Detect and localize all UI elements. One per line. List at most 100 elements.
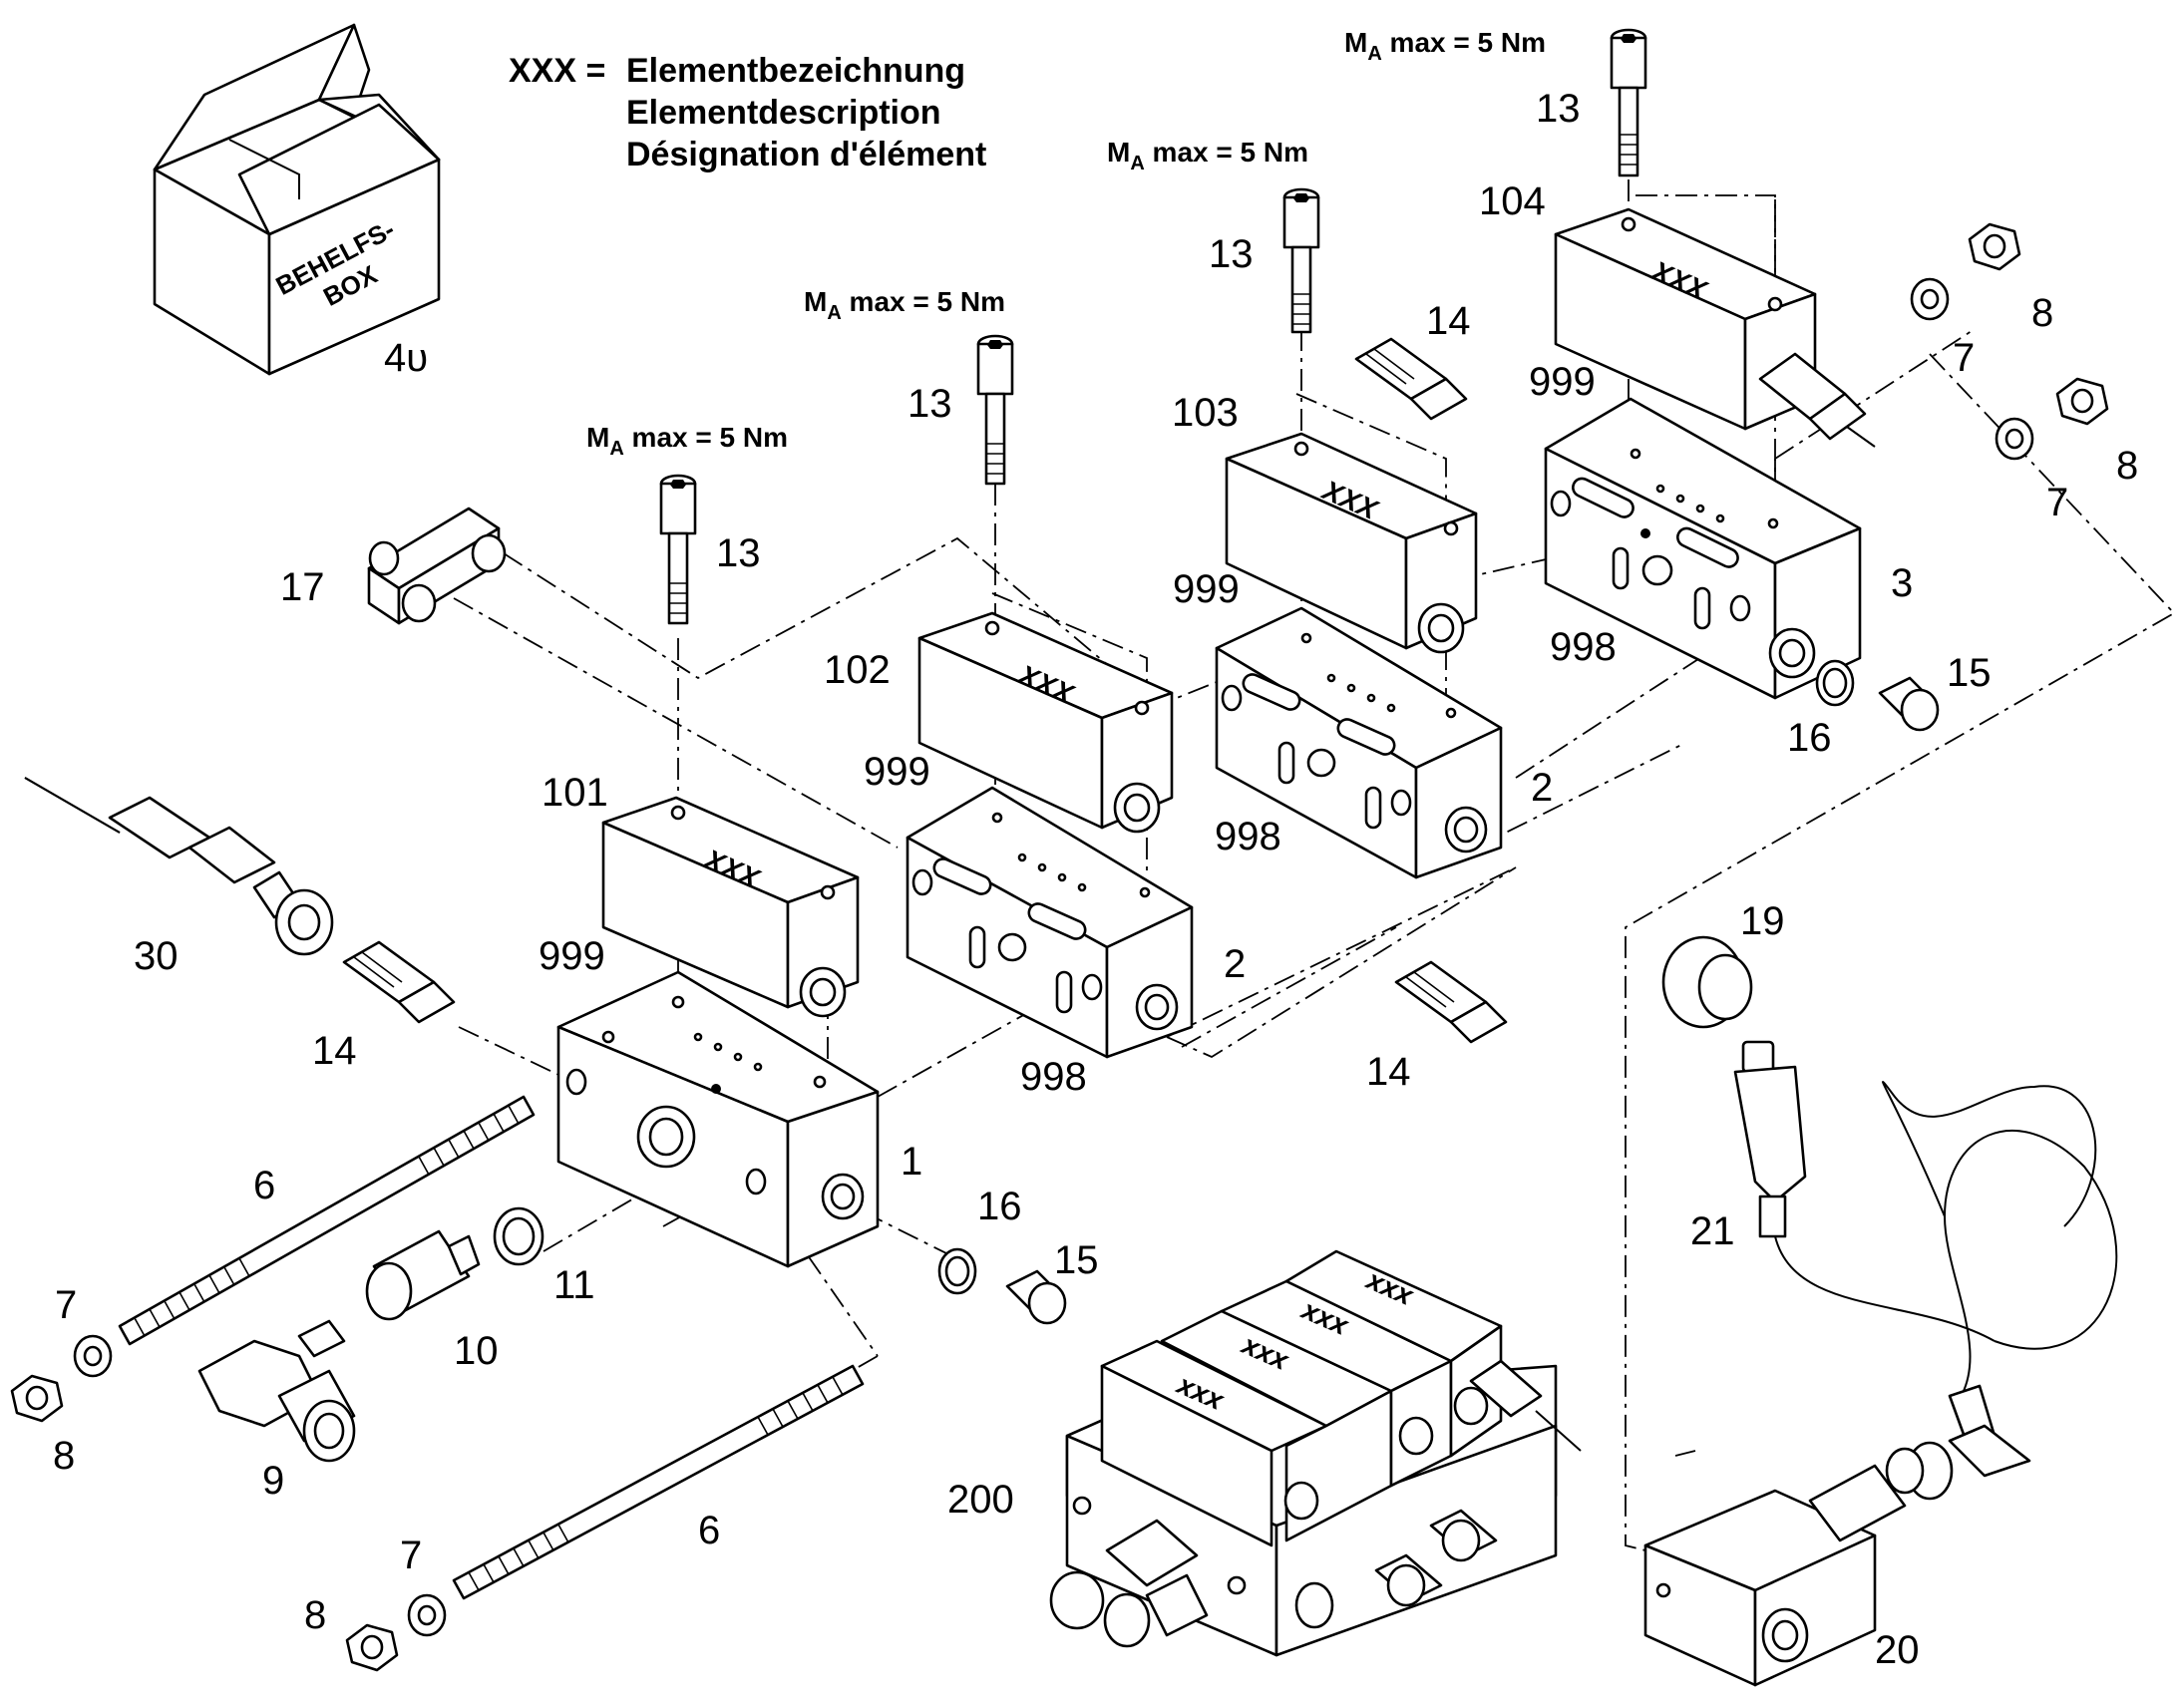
fitting-14-right (1394, 960, 1508, 1044)
base-block-2-upper (1215, 606, 1503, 879)
callout-998: 998 (1020, 1055, 1087, 1099)
nut-8-3 (10, 1374, 64, 1423)
callout-998: 998 (1215, 815, 1281, 858)
callout-15: 15 (1054, 1238, 1099, 1282)
callout-4u: 4υ (384, 336, 428, 380)
sensor-104 (1758, 352, 1876, 448)
torque-label-3: MA max = 5 Nm (1107, 137, 1308, 174)
legend-key: XXX = (509, 52, 605, 90)
cable-21 (1733, 1040, 2118, 1501)
callout-13: 13 (1209, 232, 1254, 276)
callout-19: 19 (1740, 899, 1785, 943)
callout-8: 8 (53, 1434, 75, 1478)
callout-200: 200 (947, 1478, 1014, 1522)
callout-17: 17 (280, 565, 325, 609)
torque-prefix: M (586, 422, 609, 453)
base-block-2-lower (906, 786, 1194, 1059)
callout-8: 8 (2116, 444, 2138, 488)
callout-20: 20 (1875, 1628, 1920, 1672)
callout-16: 16 (977, 1185, 1022, 1228)
callout-13: 13 (1536, 87, 1581, 131)
callout-7: 7 (1953, 336, 1975, 380)
callout-3: 3 (1891, 561, 1913, 605)
element-block-102: XXX (917, 611, 1174, 834)
connector-17 (367, 507, 507, 625)
callout-30: 30 (134, 934, 179, 978)
callout-14: 14 (1366, 1050, 1411, 1094)
torque-label-4: MA max = 5 Nm (1344, 27, 1546, 65)
element-block-103: XXX (1225, 432, 1478, 654)
callout-8: 8 (304, 1593, 326, 1637)
callout-7: 7 (55, 1283, 77, 1327)
screw-13-3 (1282, 187, 1320, 334)
seal-16-right (1815, 659, 1855, 707)
callout-15: 15 (1947, 651, 1992, 695)
callout-14: 14 (312, 1029, 357, 1073)
callout-13: 13 (908, 382, 952, 426)
svg-text:MA max = 5 Nm: MA max = 5 Nm (1107, 137, 1308, 174)
callout-999: 999 (864, 750, 930, 794)
base-block-3 (1544, 397, 1862, 700)
seal-11 (493, 1206, 545, 1266)
element-block-101: XXX (601, 796, 860, 1018)
sensor-20 (1643, 1447, 1925, 1687)
assembly-200: xxx xxx xxx xxx (1049, 1249, 1582, 1657)
callout-14: 14 (1426, 299, 1471, 343)
cap-19 (1661, 935, 1753, 1029)
screw-13-4 (1610, 28, 1647, 177)
behelfs-box-icon: BEHELFS- BOX (153, 23, 441, 376)
nut-8-1 (1968, 222, 2021, 271)
legend-line-de: Elementbezeichnung (626, 52, 965, 90)
callout-999: 999 (1529, 360, 1596, 404)
callout-104: 104 (1479, 179, 1546, 223)
fitting-14-upper (1354, 337, 1468, 421)
callout-labels: 4υ 13 13 13 13 104 103 102 101 999 999 9… (53, 87, 2138, 1672)
torque-suffix: max = 5 Nm (624, 422, 788, 453)
torque-sub: A (609, 438, 623, 460)
callout-11: 11 (553, 1263, 595, 1307)
threaded-rod-6-upper (118, 1095, 536, 1346)
base-block-1 (556, 970, 880, 1268)
plug-15-left (1005, 1269, 1067, 1325)
washer-7-1 (1910, 277, 1950, 321)
svg-text:MA max = 5 Nm: MA max = 5 Nm (586, 422, 788, 460)
callout-101: 101 (542, 771, 608, 815)
nut-8-2 (2055, 377, 2109, 426)
svg-text:MA max = 5 Nm: MA max = 5 Nm (1344, 27, 1546, 65)
callout-16: 16 (1787, 716, 1832, 760)
callout-1: 1 (901, 1140, 922, 1184)
callout-2: 2 (1531, 766, 1553, 810)
legend: XXX = Elementbezeichnung Elementdescript… (509, 52, 986, 173)
torque-label-2: MA max = 5 Nm (804, 286, 1005, 324)
callout-6: 6 (253, 1164, 275, 1207)
callout-103: 103 (1172, 391, 1239, 435)
fitting-10 (365, 1229, 481, 1321)
fitting-9 (197, 1319, 356, 1463)
callout-8: 8 (2031, 291, 2053, 335)
callout-10: 10 (454, 1329, 499, 1373)
callout-998: 998 (1550, 625, 1617, 669)
washer-7-3 (73, 1334, 113, 1378)
callout-2: 2 (1224, 942, 1246, 986)
callout-13: 13 (716, 531, 761, 575)
callout-6: 6 (698, 1509, 720, 1552)
element-block-104: XXX (1554, 207, 1817, 431)
callout-999: 999 (1173, 567, 1240, 611)
callout-7: 7 (400, 1534, 422, 1577)
svg-text:MA max = 5 Nm: MA max = 5 Nm (804, 286, 1005, 324)
plug-15-right (1878, 676, 1940, 732)
callout-7: 7 (2046, 481, 2068, 524)
screw-13-2 (976, 334, 1014, 486)
callout-21: 21 (1690, 1209, 1735, 1253)
callout-102: 102 (824, 648, 891, 692)
threaded-rod-6-lower (452, 1364, 865, 1600)
legend-line-fr: Désignation d'élément (626, 136, 986, 173)
torque-label-1: MA max = 5 Nm (586, 422, 788, 460)
hose-30 (24, 777, 334, 956)
washer-7-2 (1995, 417, 2034, 461)
fitting-14-left (342, 940, 456, 1024)
legend-line-en: Elementdescription (626, 94, 941, 132)
screw-13-1 (659, 474, 697, 625)
seal-16-left (937, 1247, 977, 1295)
